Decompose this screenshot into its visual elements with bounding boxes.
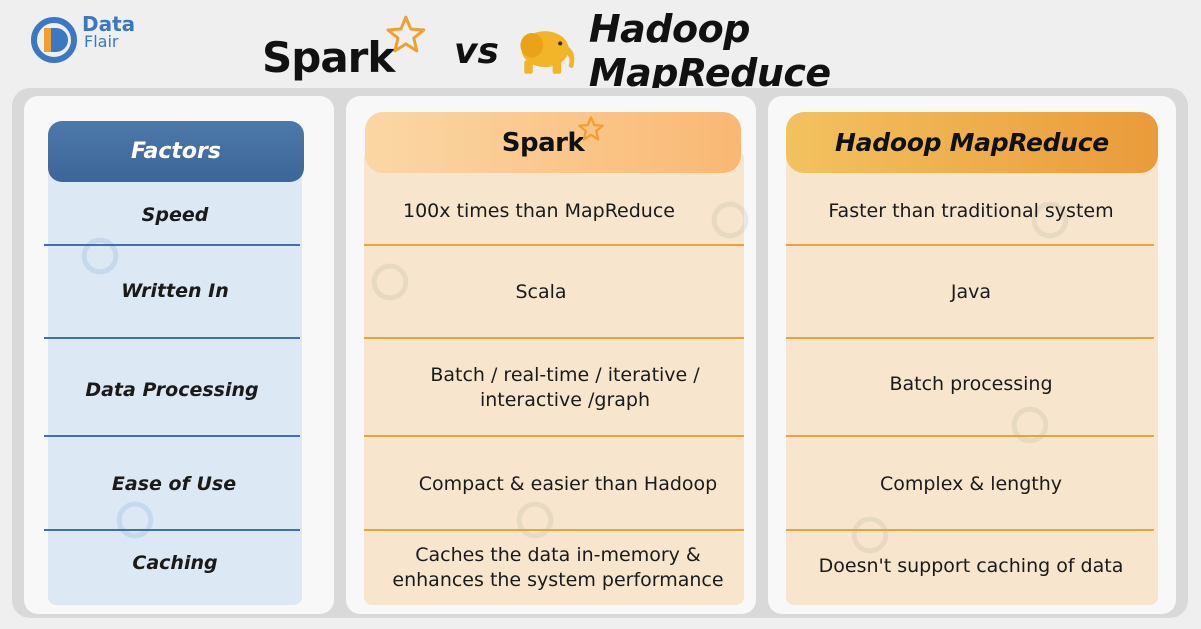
row-divider (44, 529, 300, 531)
factors-header: Factors (48, 121, 304, 182)
row-divider (786, 529, 1154, 531)
hadoop-ease-of-use: Complex & lengthy (879, 472, 1063, 495)
spark-header-label: Spark (501, 127, 585, 158)
row-divider (786, 435, 1154, 437)
spark-caching: Caches the data in-memory & enhances the… (392, 544, 724, 591)
hadoop-header-label: Hadoop MapReduce (835, 128, 1109, 157)
factor-ease-of-use: Ease of Use (111, 473, 237, 495)
hadoop-data-processing: Batch processing (889, 372, 1053, 395)
row-divider (44, 244, 300, 246)
spark-star-icon (386, 15, 426, 53)
watermark-icon (81, 237, 119, 275)
spark-written-in: Scala (515, 280, 567, 303)
row-divider (786, 244, 1154, 246)
spark-header: Spark (365, 112, 741, 173)
watermark-icon (851, 516, 889, 554)
row-divider (786, 337, 1154, 339)
spark-ease-of-use: Compact & easier than Hadoop (418, 472, 718, 495)
row-divider (364, 337, 744, 339)
spark-star-icon (578, 115, 605, 141)
hadoop-caching: Doesn't support caching of data (818, 554, 1124, 577)
row-divider (364, 244, 744, 246)
hadoop-header: Hadoop MapReduce (786, 112, 1158, 173)
spark-data-processing: Batch / real-time / iterative / interact… (430, 364, 700, 411)
factors-header-label: Factors (131, 139, 221, 164)
factor-caching: Caching (132, 552, 218, 574)
brand-line2: Flair (84, 32, 119, 51)
watermark-icon (711, 201, 749, 239)
title-vs: vs (454, 30, 499, 72)
dataflair-logo-icon (31, 17, 77, 63)
page-title: Spark vs Hadoop MapReduce (262, 7, 982, 95)
watermark-icon (1011, 406, 1049, 444)
title-hadoop: Hadoop MapReduce (588, 7, 831, 95)
spark-speed: 100x times than MapReduce (402, 199, 675, 222)
watermark-icon (371, 263, 409, 301)
factor-speed: Speed (141, 204, 209, 226)
title-spark: Spark (262, 32, 395, 82)
watermark-icon (516, 501, 554, 539)
row-divider (364, 529, 744, 531)
hadoop-speed: Faster than traditional system (828, 199, 1114, 222)
watermark-icon (116, 501, 154, 539)
watermark-icon (1031, 201, 1069, 239)
hadoop-elephant-icon (520, 31, 575, 74)
row-divider (364, 435, 744, 437)
factor-data-processing: Data Processing (85, 379, 259, 401)
dataflair-logo: Data Flair (30, 14, 180, 70)
hadoop-written-in: Java (950, 280, 992, 303)
row-divider (44, 435, 300, 437)
row-divider (44, 337, 300, 339)
brand-line1: Data (82, 12, 136, 36)
factor-written-in: Written In (121, 280, 229, 302)
